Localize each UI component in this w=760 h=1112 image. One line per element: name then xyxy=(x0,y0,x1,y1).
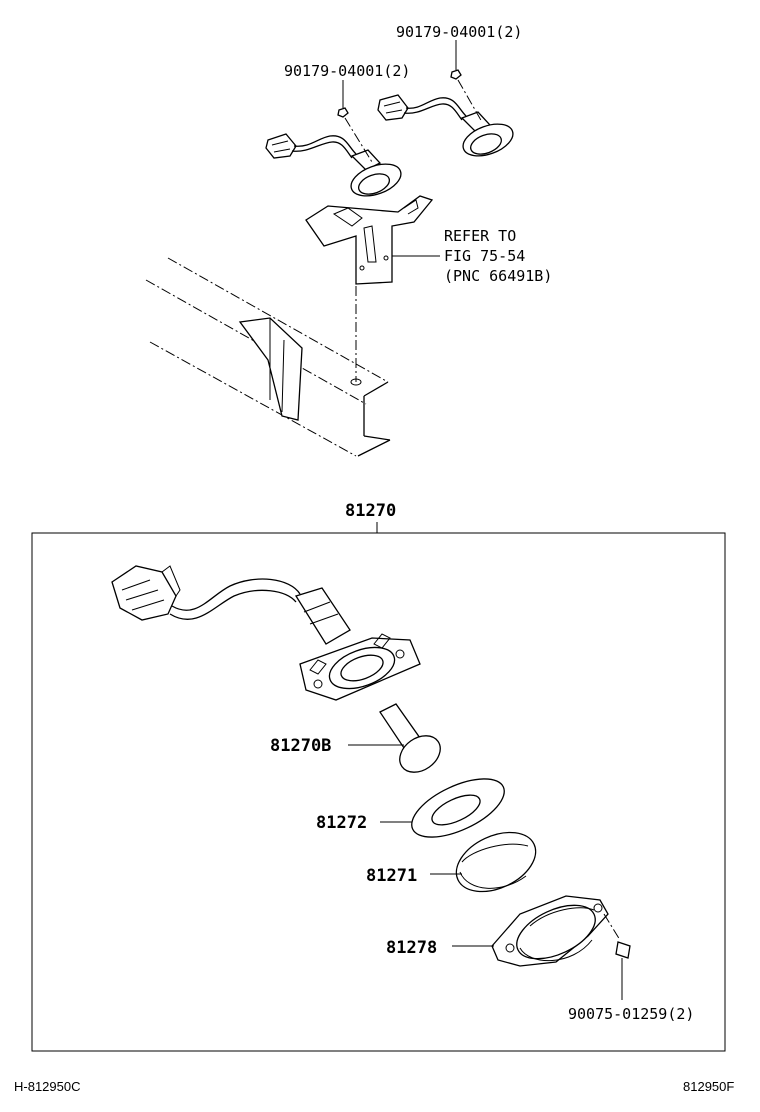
label-bulb: 81270B xyxy=(270,736,331,756)
footer-left-code: H-812950C xyxy=(14,1079,81,1094)
rear-beam-phantom xyxy=(145,257,391,457)
assembly-frame xyxy=(31,532,726,1052)
lens-icon xyxy=(430,831,537,893)
label-assembly: 81270 xyxy=(345,501,396,521)
label-cover: 81278 xyxy=(386,938,437,958)
bolt-top-left-icon xyxy=(337,80,373,163)
mounting-bracket xyxy=(305,195,440,285)
lamp-body-assembly xyxy=(111,565,421,701)
upper-lamp-right xyxy=(377,94,514,157)
bolt-top-right-icon xyxy=(450,40,483,123)
label-refer-line3: (PNC 66491B) xyxy=(444,267,552,285)
label-gasket: 81272 xyxy=(316,813,367,833)
label-bolt-top-right: 90179-04001(2) xyxy=(396,23,522,41)
cover-icon xyxy=(452,895,609,967)
bulb-icon xyxy=(348,703,441,773)
label-bolt-top-left: 90179-04001(2) xyxy=(284,62,410,80)
label-lens: 81271 xyxy=(366,866,417,886)
gasket-icon xyxy=(380,778,505,838)
screw-icon xyxy=(603,913,631,1000)
upper-lamp-left xyxy=(265,133,402,197)
label-refer-line1: REFER TO xyxy=(444,227,516,245)
label-screw: 90075-01259(2) xyxy=(568,1005,694,1023)
label-refer-line2: FIG 75-54 xyxy=(444,247,525,265)
footer-right-code: 812950F xyxy=(683,1079,734,1094)
